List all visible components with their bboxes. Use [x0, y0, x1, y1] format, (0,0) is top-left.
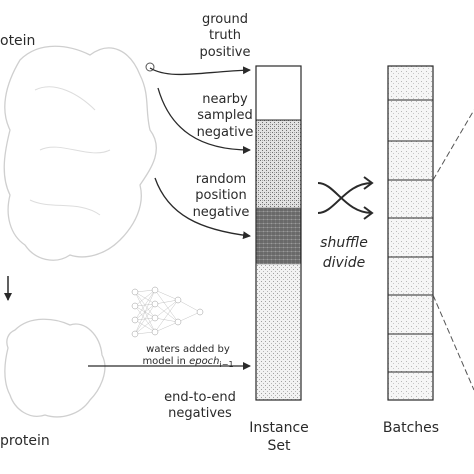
instance-set-line-2: Set: [267, 437, 291, 454]
protein-top-label: otein: [0, 33, 36, 49]
protein-top-outline: [3, 45, 157, 261]
zoom-line-bottom: [432, 294, 474, 391]
ground-truth-line-2: truth: [208, 28, 242, 44]
protein-top-detail: [29, 86, 111, 216]
segment-ground-truth: [256, 66, 301, 120]
segment-nearby: [256, 120, 301, 208]
end-to-end-line-1: end-to-end: [164, 390, 236, 405]
batches-column: [387, 65, 434, 401]
divide-word: divide: [322, 255, 366, 272]
instance-set-column: [255, 65, 302, 401]
nearby-sampled-label: nearby sampled negative: [185, 92, 265, 141]
nearby-line-2: sampled: [197, 108, 253, 124]
shuffle-word: shuffle: [320, 235, 368, 251]
end-to-end-label: end-to-end negatives: [150, 390, 250, 423]
end-to-end-line-2: negatives: [168, 406, 232, 422]
ground-truth-line-1: ground: [202, 12, 248, 27]
ground-truth-line-3: positive: [199, 44, 251, 60]
arrow-random: [154, 177, 251, 240]
instance-set-line-1: Instance: [249, 420, 309, 436]
segment-end-to-end: [256, 264, 301, 400]
neural-network-icon: [131, 286, 204, 338]
arrow-ground-truth: [149, 66, 251, 76]
epoch-symbol: epoch: [189, 355, 220, 367]
ground-truth-label: ground truth positive: [180, 12, 270, 61]
waters-added-label: waters added by model in epochi−1: [118, 344, 258, 369]
arrow-nearby: [157, 87, 251, 154]
protein-bottom-label: protein: [0, 433, 50, 449]
instance-set-label: Instance Set: [238, 420, 320, 455]
zoom-line-top: [432, 109, 474, 181]
random-line-1: random: [195, 172, 247, 187]
shuffle-divide-label: shuffle divide: [302, 233, 386, 274]
epoch-subscript: i−1: [219, 359, 234, 369]
sample-point-marker: [145, 62, 155, 72]
nearby-line-1: nearby: [202, 92, 248, 107]
shuffle-arrows-icon: [317, 176, 374, 220]
random-line-2: position: [195, 188, 247, 204]
nearby-line-3: negative: [196, 124, 254, 140]
batches-label: Batches: [382, 420, 440, 436]
waters-added-model-text: model in: [142, 355, 190, 367]
random-position-label: random position negative: [178, 172, 264, 221]
waters-added-line-2: model in epochi−1: [118, 356, 258, 369]
segment-random: [256, 208, 301, 264]
random-line-3: negative: [192, 204, 250, 220]
waters-added-line-1: waters added by: [146, 344, 230, 355]
protein-bottom-outline: [4, 318, 106, 418]
